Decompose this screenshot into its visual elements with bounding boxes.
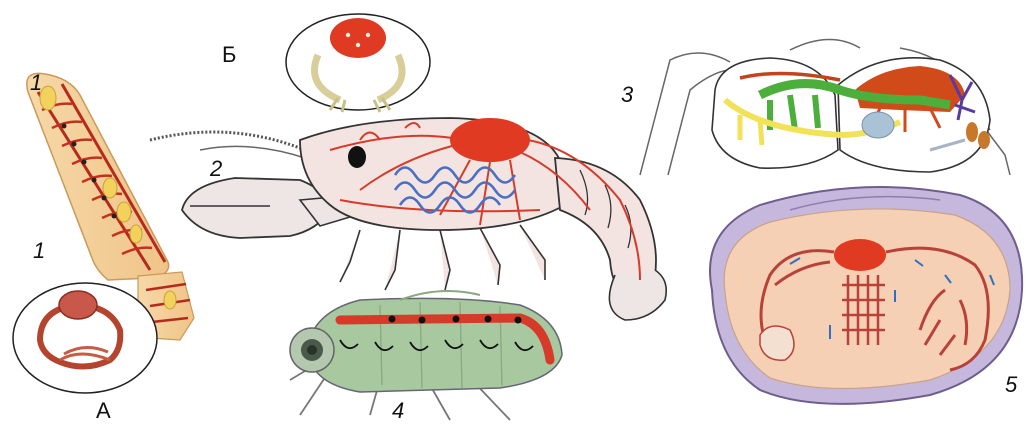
- label-mollusc: 5: [1005, 372, 1018, 397]
- label-section-a: А: [96, 398, 111, 423]
- crayfish-diagram: [150, 118, 666, 320]
- label-worm: 1: [30, 70, 42, 95]
- label-spider: 3: [621, 82, 634, 107]
- mollusc-foot: [760, 326, 794, 360]
- insect-body: [310, 298, 562, 392]
- crayfish-eye: [348, 146, 366, 168]
- section-b-heart: [330, 18, 386, 58]
- section-b-inset: [286, 14, 430, 112]
- insect-diagram: [290, 291, 562, 420]
- label-worm-2: 1: [33, 238, 45, 263]
- section-a-heart: [59, 291, 97, 319]
- spider-book-lung: [862, 112, 894, 138]
- label-insect: 4: [392, 398, 404, 423]
- crayfish-heart: [450, 118, 530, 162]
- spider-diagram: [640, 39, 1010, 175]
- mollusc-heart: [834, 239, 886, 271]
- label-section-b: Б: [222, 42, 236, 67]
- section-a-inset: [13, 283, 157, 393]
- mollusc-diagram: [710, 187, 1022, 404]
- crayfish-tail: [609, 270, 666, 320]
- label-crayfish: 2: [209, 156, 222, 181]
- crayfish-legs: [340, 225, 545, 290]
